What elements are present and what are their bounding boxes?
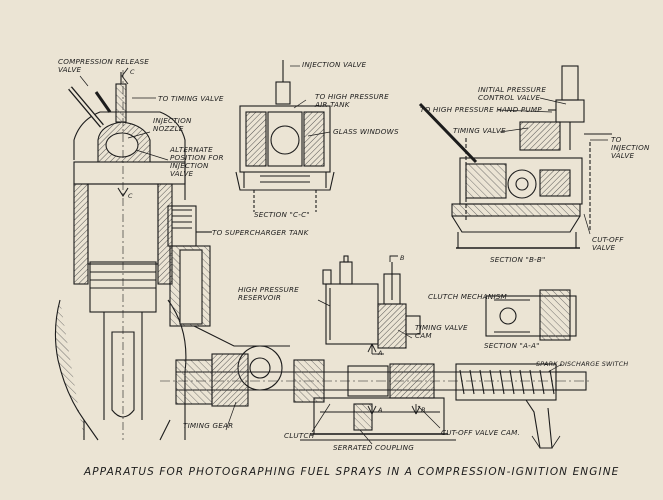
label-section-bb: SECTION "B-B": [490, 255, 546, 264]
label-to-high-pressure-hand-pump: TO HIGH PRESSURE HAND PUMP: [420, 105, 542, 114]
leader-lines: [79, 65, 608, 445]
label-c-bottom: C: [128, 192, 133, 200]
label-c-top: C: [130, 68, 135, 76]
supercharger-column: [167, 205, 290, 347]
label-cut-off-valve: CUT-OFF VALVE: [592, 235, 624, 252]
label-section-cc: SECTION "C-C": [254, 210, 310, 219]
label-to-high-pressure-air-tank: TO HIGH PRESSURE AIR TANK: [315, 92, 389, 109]
label-injection-valve: INJECTION VALVE: [302, 60, 367, 69]
label-section-aa: SECTION "A-A": [484, 341, 540, 350]
drawing-title: APPARATUS FOR PHOTOGRAPHING FUEL SPRAYS …: [84, 466, 620, 478]
section-aa-drawing: [485, 289, 577, 341]
label-compression-release-valve: COMPRESSION RELEASE VALVE: [58, 57, 149, 74]
label-glass-windows: GLASS WINDOWS: [333, 127, 399, 136]
section-bb-drawing: [418, 65, 612, 249]
label-serrated-coupling: SERRATED COUPLING: [333, 443, 414, 452]
label-cut-off-valve-cam: CUT-OFF VALVE CAM.: [441, 428, 521, 437]
label-spark-discharge-switch: SPARK DISCHARGE SWITCH: [536, 360, 629, 368]
label-alternate-position: ALTERNATE POSITION FOR INJECTION VALVE: [170, 145, 224, 178]
section-cc-drawing: [235, 60, 335, 212]
label-to-supercharger-tank: TO SUPERCHARGER TANK: [212, 228, 309, 237]
label-b-lower: B: [421, 406, 426, 414]
reservoir-and-drive: [160, 255, 590, 449]
label-timing-valve-cam: TIMING VALVE CAM: [415, 323, 468, 340]
label-to-injection-valve: TO INJECTION VALVE: [611, 135, 650, 160]
engine-cylinder-section: [54, 70, 187, 441]
section-markers: [121, 67, 421, 415]
label-timing-valve: TIMING VALVE: [453, 126, 506, 135]
label-to-timing-valve: TO TIMING VALVE: [158, 94, 224, 103]
label-timing-gear: TIMING GEAR: [183, 421, 234, 430]
label-b-top: B: [400, 254, 405, 262]
label-a-lower: A: [378, 406, 383, 414]
label-high-pressure-reservoir: HIGH PRESSURE RESERVOIR: [238, 285, 299, 302]
label-a-upper: A: [378, 349, 383, 357]
label-injection-nozzle: INJECTION NOZZLE: [153, 116, 192, 133]
label-clutch-mechanism: CLUTCH MECHANISM: [428, 292, 507, 301]
label-initial-pressure-control-valve: INITIAL PRESSURE CONTROL VALVE: [478, 85, 547, 102]
label-clutch: CLUTCH: [284, 431, 315, 440]
